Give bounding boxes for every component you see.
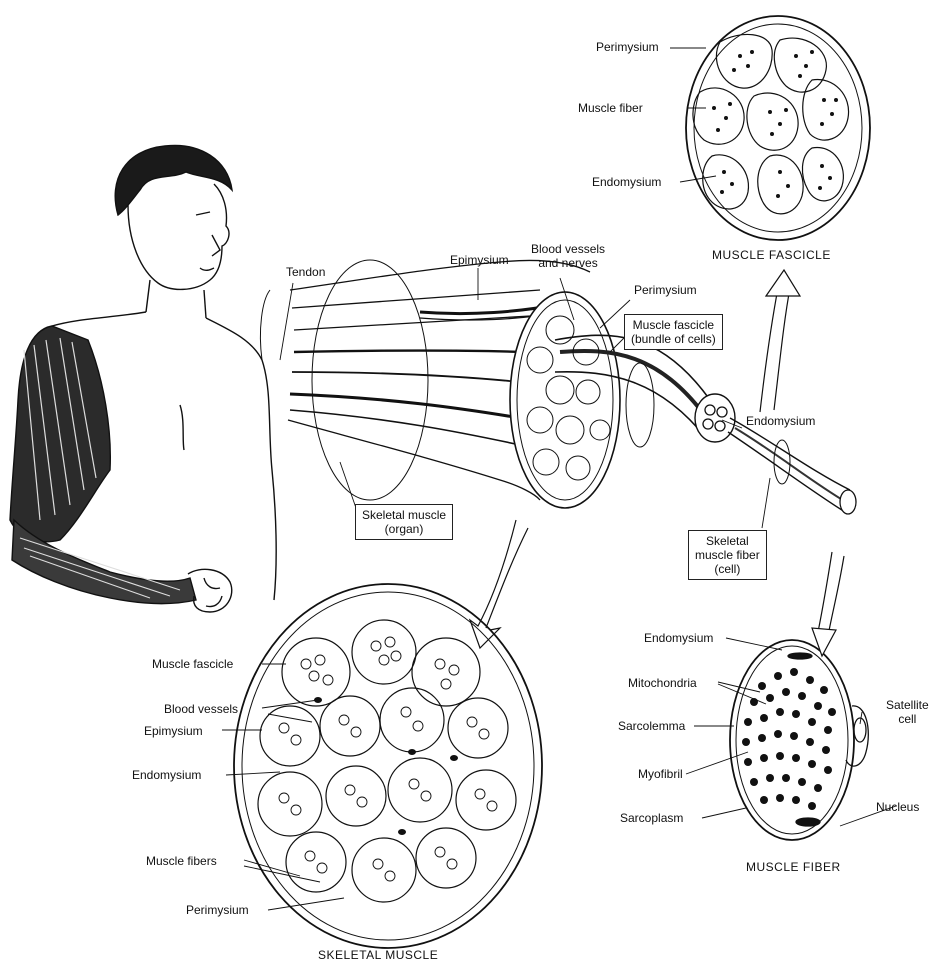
label-mf-endomysium: Endomysium [644,631,713,645]
label-sm-muscle-fibers: Muscle fibers [146,854,217,868]
label-sm-epimysium: Epimysium [144,724,203,738]
label-perimysium-organ: Perimysium [634,283,697,297]
caption-muscle-fascicle: MUSCLE FASCICLE [712,248,831,262]
caption-skeletal-muscle: SKELETAL MUSCLE [318,948,438,962]
label-sm-muscle-fascicle: Muscle fascicle [152,657,233,671]
label-tendon: Tendon [286,265,325,279]
label-sm-endomysium: Endomysium [132,768,201,782]
human-figure [10,145,276,612]
muscle-fascicle-cross-section [686,16,870,240]
label-skeletal-muscle-fiber-cell: Skeletal muscle fiber (cell) [688,530,767,580]
muscle-organ-illustration [260,260,856,514]
label-skeletal-muscle-organ: Skeletal muscle (organ) [355,504,453,540]
label-mf-mitochondria: Mitochondria [628,676,697,690]
label-sm-perimysium: Perimysium [186,903,249,917]
muscle-fiber-cross-section [730,640,868,840]
label-fascicle-endomysium: Endomysium [592,175,661,189]
label-blood-vessels-and-nerves: Blood vessels and nerves [531,242,605,270]
skeletal-muscle-cross-section [234,584,542,948]
label-mf-nucleus: Nucleus [876,800,919,814]
label-mf-satellite-cell: Satellite cell [886,698,929,726]
label-epimysium: Epimysium [450,253,509,267]
label-mf-myofibril: Myofibril [638,767,683,781]
label-endomysium-fascicle: Endomysium [746,414,815,428]
label-mf-sarcoplasm: Sarcoplasm [620,811,683,825]
label-mf-sarcolemma: Sarcolemma [618,719,685,733]
label-fascicle-perimysium: Perimysium [596,40,659,54]
caption-muscle-fiber: MUSCLE FIBER [746,860,841,874]
label-muscle-fascicle-bundle: Muscle fascicle (bundle of cells) [624,314,723,350]
label-sm-blood-vessels: Blood vessels [164,702,238,716]
label-fascicle-muscle-fiber: Muscle fiber [578,101,643,115]
